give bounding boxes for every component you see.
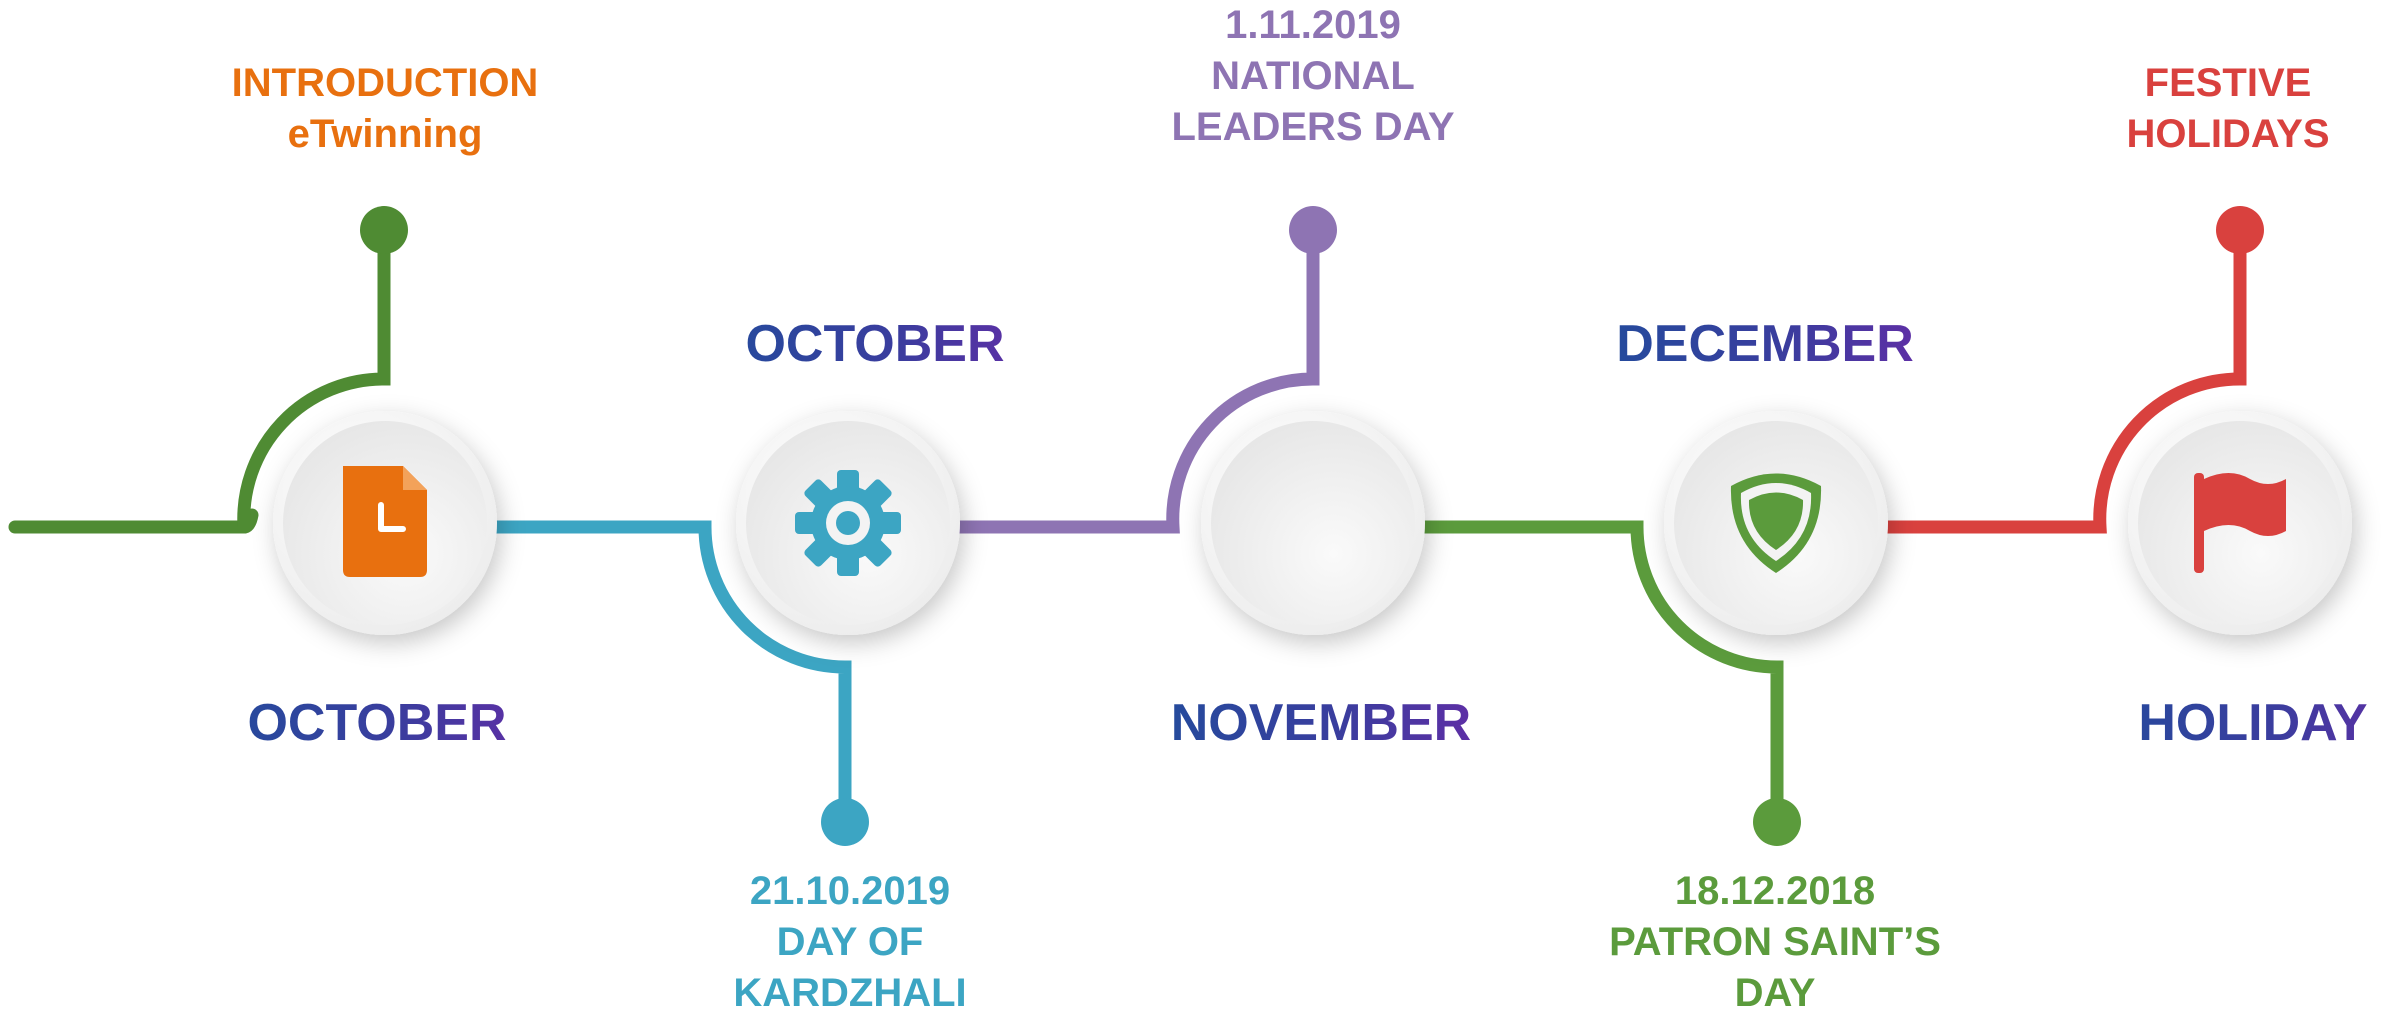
node-circle-introduction <box>273 411 497 635</box>
event-line: NATIONAL <box>1211 54 1415 98</box>
event-line: INTRODUCTION <box>231 61 539 105</box>
connector-festive-holidays <box>1881 227 2247 534</box>
event-line: eTwinning <box>287 112 483 156</box>
node-circle-festive-holidays <box>2128 411 2352 635</box>
node-circle-kardzhali <box>736 411 960 635</box>
month-label-introduction: OCTOBER <box>177 693 577 753</box>
event-line: KARDZHALI <box>733 971 967 1015</box>
event-line: 21.10.2019 <box>749 869 951 913</box>
event-line: 1.11.2019 <box>1225 3 1401 47</box>
flag-icon <box>2194 473 2286 573</box>
event-label-patron-saint: 18.12.2018 PATRON SAINT’S DAY <box>1525 866 2025 1019</box>
event-line: HOLIDAYS <box>2126 112 2330 156</box>
month-label-patron-saint: DECEMBER <box>1565 314 1965 374</box>
event-label-kardzhali: 21.10.2019 DAY OF KARDZHALI <box>650 866 1050 1019</box>
month-label-kardzhali: OCTOBER <box>675 314 1075 374</box>
month-label-festive-holidays: HOLIDAY <box>2053 693 2399 753</box>
connector-dot-festive-holidays <box>2216 206 2264 254</box>
connector-introduction <box>237 227 391 534</box>
event-label-introduction: INTRODUCTION eTwinning <box>185 58 585 160</box>
gear-icon <box>795 470 901 576</box>
event-line: 18.12.2018 <box>1674 869 1876 913</box>
event-label-festive-holidays: FESTIVE HOLIDAYS <box>2028 58 2399 160</box>
month-label-national-leaders: NOVEMBER <box>1121 693 1521 753</box>
connector-dot-national-leaders <box>1289 206 1337 254</box>
event-line: DAY <box>1734 971 1816 1015</box>
shield-icon <box>1730 473 1822 573</box>
connector-dot-kardzhali <box>821 798 869 846</box>
document-icon <box>343 466 427 577</box>
event-label-national-leaders: 1.11.2019 NATIONAL LEADERS DAY <box>1063 0 1563 153</box>
connector-patron-saint <box>1418 520 1784 822</box>
connector-national-leaders <box>953 227 1320 534</box>
event-line: LEADERS DAY <box>1171 105 1455 149</box>
lead-in-line <box>8 508 259 534</box>
node-circle-national-leaders <box>1201 411 1425 635</box>
event-line: DAY OF <box>776 920 924 964</box>
connector-kardzhali <box>488 520 852 822</box>
event-line: PATRON SAINT’S <box>1609 920 1941 964</box>
event-line: FESTIVE <box>2144 61 2312 105</box>
connector-dot-patron-saint <box>1753 798 1801 846</box>
node-circle-patron-saint <box>1664 411 1888 635</box>
node-circle-inner <box>1211 421 1415 625</box>
connector-dot-introduction <box>360 206 408 254</box>
